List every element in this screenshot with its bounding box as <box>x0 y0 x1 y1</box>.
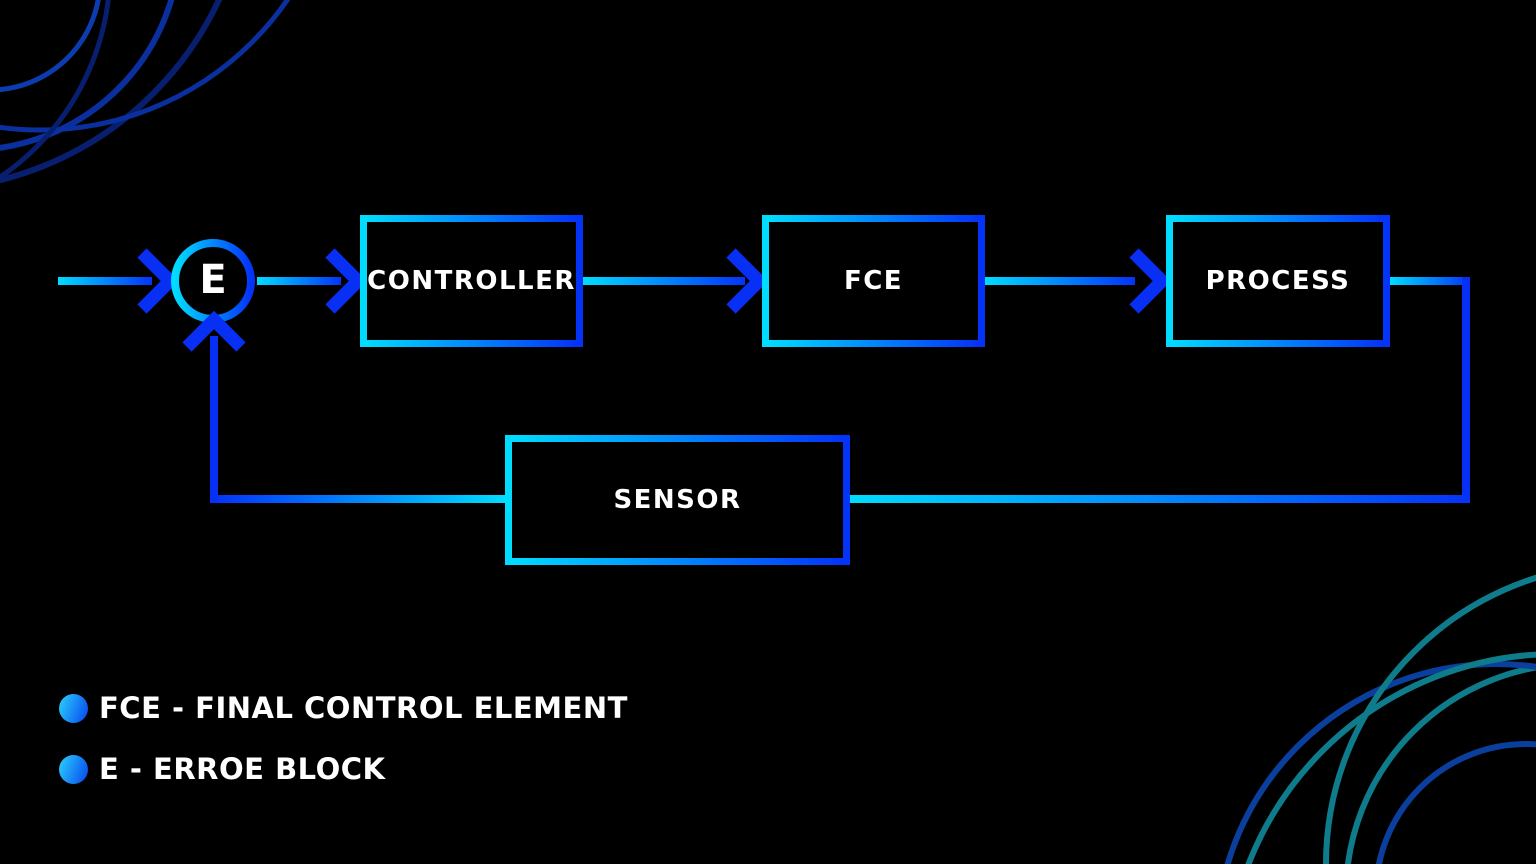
connector-fce-to-process <box>985 277 1135 285</box>
bullet-icon <box>59 754 88 784</box>
legend-item-fce-label: FCE - FINAL CONTROL ELEMENT <box>99 691 628 725</box>
connector-feedback-to-sensor <box>850 495 1470 503</box>
sensor-block-label: SENSOR <box>613 485 742 515</box>
legend-item-fce: FCE - FINAL CONTROL ELEMENT <box>59 691 628 725</box>
connector-process-out <box>1390 277 1470 285</box>
legend-item-error-label: E - ERROE BLOCK <box>99 752 386 786</box>
arrowhead-into-controller <box>325 248 368 314</box>
arrowhead-into-fce <box>726 248 769 314</box>
arrowhead-into-process <box>1129 248 1172 314</box>
connector-controller-to-fce <box>583 277 745 285</box>
fce-block-label: FCE <box>843 266 904 296</box>
connector-setpoint-entry <box>58 277 152 285</box>
arrowhead-into-error-node-feedback <box>182 310 246 352</box>
process-block: PROCESS <box>1166 215 1390 347</box>
controller-block-label: CONTROLLER <box>367 266 576 296</box>
error-node-label: E <box>199 257 227 303</box>
controller-block: CONTROLLER <box>360 215 583 347</box>
legend-item-error: E - ERROE BLOCK <box>59 752 628 786</box>
process-block-label: PROCESS <box>1205 266 1351 296</box>
bullet-icon <box>59 693 88 723</box>
connector-error-to-controller <box>257 277 341 285</box>
legend: FCE - FINAL CONTROL ELEMENT E - ERROE BL… <box>59 691 628 813</box>
connector-feedback-left-vertical <box>210 336 218 503</box>
sensor-block: SENSOR <box>505 435 850 565</box>
fce-block: FCE <box>762 215 985 347</box>
arrowhead-into-error-node <box>137 248 180 314</box>
connector-sensor-out <box>214 495 505 503</box>
connector-feedback-right-vertical <box>1462 277 1470 503</box>
